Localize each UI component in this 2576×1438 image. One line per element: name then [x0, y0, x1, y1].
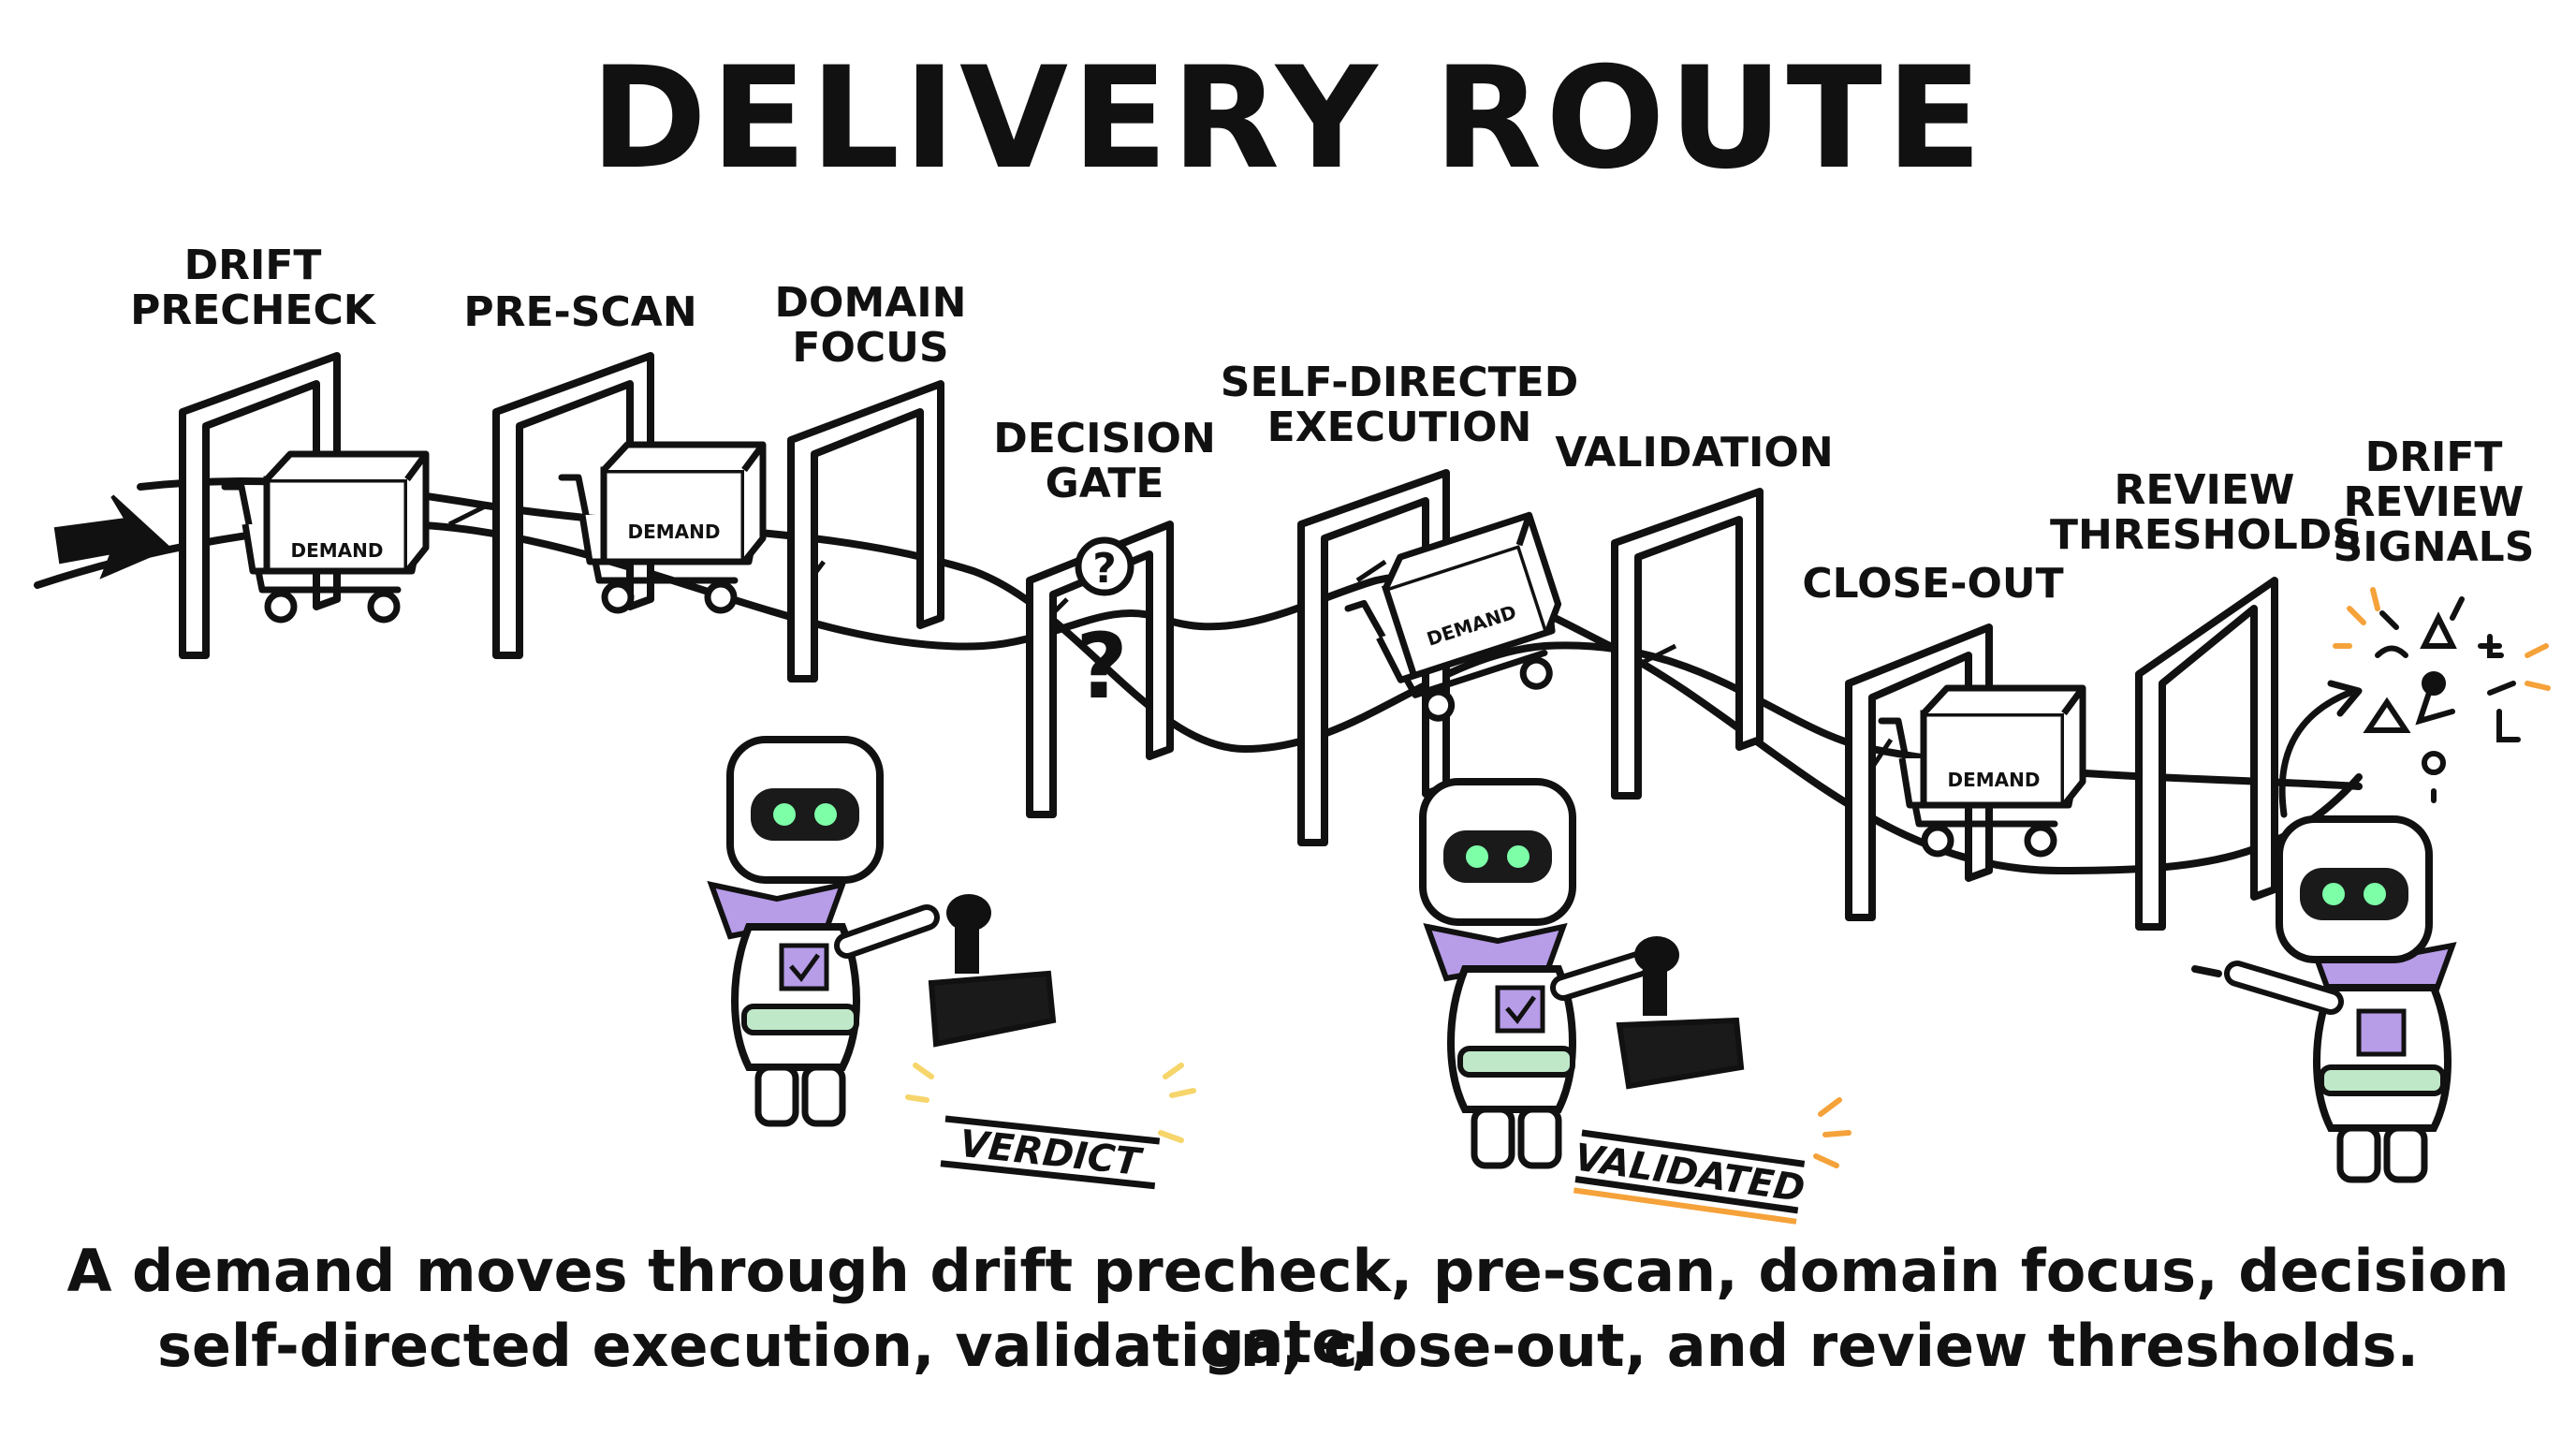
- cart-4: DEMAND: [1881, 684, 2086, 854]
- label-domain-focus: DOMAIN FOCUS: [774, 279, 967, 372]
- cart-box-label: DEMAND: [291, 539, 384, 562]
- question-badge: ? ?: [1075, 536, 1134, 719]
- cart-1: DEMAND: [225, 450, 430, 620]
- label-validation: VALIDATION: [1555, 429, 1834, 477]
- label-close-out: CLOSE-OUT: [1802, 560, 2064, 608]
- gate-self-directed-execution: [1297, 469, 1450, 846]
- signal-sparks-icon: [2333, 587, 2551, 691]
- label-decision-gate: DECISION GATE: [993, 415, 1216, 507]
- label-drift-precheck: DRIFT PRECHECK: [130, 242, 375, 334]
- start-arrow-icon: [53, 494, 172, 580]
- caption-line-2: self-directed execution, validation, clo…: [156, 1312, 2420, 1380]
- verdict-stamp-mark: VERDICT: [905, 1063, 1196, 1190]
- gate-close-out: [1845, 624, 1993, 921]
- gate-question-mark: ?: [1076, 614, 1128, 719]
- cart-box-label: DEMAND: [1948, 769, 2041, 791]
- cart-3: DEMAND: [1338, 511, 1580, 735]
- gate-validation: [1611, 488, 1764, 800]
- label-review-thresholds: REVIEW THRESHOLDS: [2050, 466, 2362, 559]
- signals-icon: [2363, 596, 2521, 803]
- gate-domain-focus: [787, 380, 944, 682]
- caption-line-1: A demand moves through drift precheck, p…: [66, 1237, 2510, 1376]
- label-self-directed-execution: SELF-DIRECTED EXECUTION: [1220, 359, 1579, 451]
- page-title: DELIVERY ROUTE: [590, 37, 1986, 200]
- validated-stamp-mark: VALIDATED: [1572, 1097, 1852, 1225]
- cart-box-label: DEMAND: [628, 521, 721, 543]
- robot-2: [1423, 782, 1745, 1169]
- gate-drift-precheck: [179, 352, 341, 659]
- robot-1: [707, 740, 1057, 1127]
- label-drift-review-signals: DRIFT REVIEW SIGNALS: [2333, 433, 2535, 571]
- robot-3: [2191, 680, 2457, 1183]
- question-badge-text: ?: [1092, 545, 1117, 593]
- cart-2: DEMAND: [562, 441, 767, 610]
- gate-review-thresholds: [2135, 577, 2278, 931]
- label-pre-scan: PRE-SCAN: [463, 288, 697, 336]
